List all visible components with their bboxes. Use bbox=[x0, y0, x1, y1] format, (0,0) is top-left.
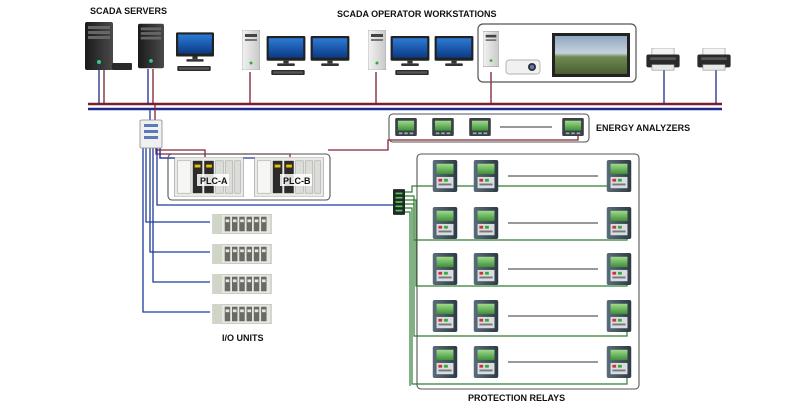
protection-relays-frame bbox=[416, 153, 640, 390]
server-icon bbox=[85, 22, 113, 70]
protection-relay-icon bbox=[606, 300, 632, 332]
right-network-switch bbox=[393, 189, 405, 215]
plc-b-label: PLC-B bbox=[283, 176, 311, 186]
protection-relays-label: PROTECTION RELAYS bbox=[468, 393, 565, 403]
energy-analyzers-group bbox=[388, 113, 590, 143]
video-wall-group bbox=[477, 23, 637, 83]
printer-icon bbox=[697, 48, 731, 71]
left-links bbox=[142, 104, 579, 313]
ethernet-bus bbox=[88, 102, 722, 111]
protection-relay-icon bbox=[473, 253, 499, 285]
protection-relay-icon bbox=[606, 160, 632, 192]
relay-links bbox=[405, 185, 628, 386]
protection-relay-icon bbox=[432, 346, 458, 378]
monitor-icon bbox=[434, 36, 474, 66]
workstation-2 bbox=[368, 30, 474, 75]
protection-relay-icon bbox=[606, 253, 632, 285]
network-switch-icon bbox=[393, 189, 405, 215]
protection-relay-icon bbox=[473, 300, 499, 332]
keyboard-icon bbox=[177, 66, 211, 71]
protection-relay-icon bbox=[606, 207, 632, 239]
io-units-group bbox=[212, 214, 272, 324]
protection-relay-icon bbox=[473, 160, 499, 192]
server-icon bbox=[138, 23, 164, 69]
workstation-tower-icon bbox=[242, 30, 260, 70]
workstation-1 bbox=[242, 30, 350, 75]
io-module-icon bbox=[212, 244, 272, 264]
monitor-icon bbox=[310, 36, 350, 66]
plc-a-label: PLC-A bbox=[200, 176, 228, 186]
energy-analyzers-frame bbox=[388, 113, 590, 143]
protection-relay-icon bbox=[432, 160, 458, 192]
wall-display-icon bbox=[552, 33, 630, 77]
scada-servers-group bbox=[85, 22, 214, 71]
io-units-label: I/O UNITS bbox=[222, 333, 264, 343]
monitor-icon bbox=[390, 36, 430, 66]
io-module-icon bbox=[212, 214, 272, 234]
left-network-switch bbox=[139, 119, 163, 149]
bus-drops bbox=[98, 69, 717, 104]
protection-relay-icon bbox=[473, 207, 499, 239]
protection-relays-group bbox=[432, 160, 632, 378]
energy-analyzer-icon bbox=[395, 118, 417, 136]
monitor-icon bbox=[176, 32, 214, 62]
scada-servers-label: SCADA SERVERS bbox=[90, 6, 167, 16]
protection-relay-icon bbox=[473, 346, 499, 378]
plc-group-frame bbox=[167, 153, 331, 201]
keyboard-icon bbox=[395, 70, 429, 75]
io-module-icon bbox=[212, 304, 272, 324]
protection-relay-icon bbox=[432, 253, 458, 285]
energy-analyzer-icon bbox=[469, 118, 491, 136]
energy-analyzer-icon bbox=[432, 118, 454, 136]
io-module-icon bbox=[212, 274, 272, 294]
workstation-tower-icon bbox=[368, 30, 386, 70]
router-icon bbox=[112, 63, 132, 70]
monitor-icon bbox=[266, 36, 306, 66]
protection-relay-icon bbox=[606, 346, 632, 378]
scada-operator-workstations-label: SCADA OPERATOR WORKSTATIONS bbox=[337, 9, 497, 19]
printer-icon bbox=[646, 48, 680, 71]
protection-relay-icon bbox=[432, 207, 458, 239]
protection-relay-icon bbox=[432, 300, 458, 332]
video-wall-frame bbox=[477, 23, 637, 83]
workstation-tower-icon bbox=[483, 30, 499, 68]
projector-icon bbox=[505, 59, 541, 75]
keyboard-icon bbox=[271, 70, 305, 75]
plc-group: PLC-A PLC-B bbox=[167, 153, 331, 201]
energy-analyzers-label: ENERGY ANALYZERS bbox=[596, 123, 690, 133]
energy-analyzer-icon bbox=[562, 118, 584, 136]
